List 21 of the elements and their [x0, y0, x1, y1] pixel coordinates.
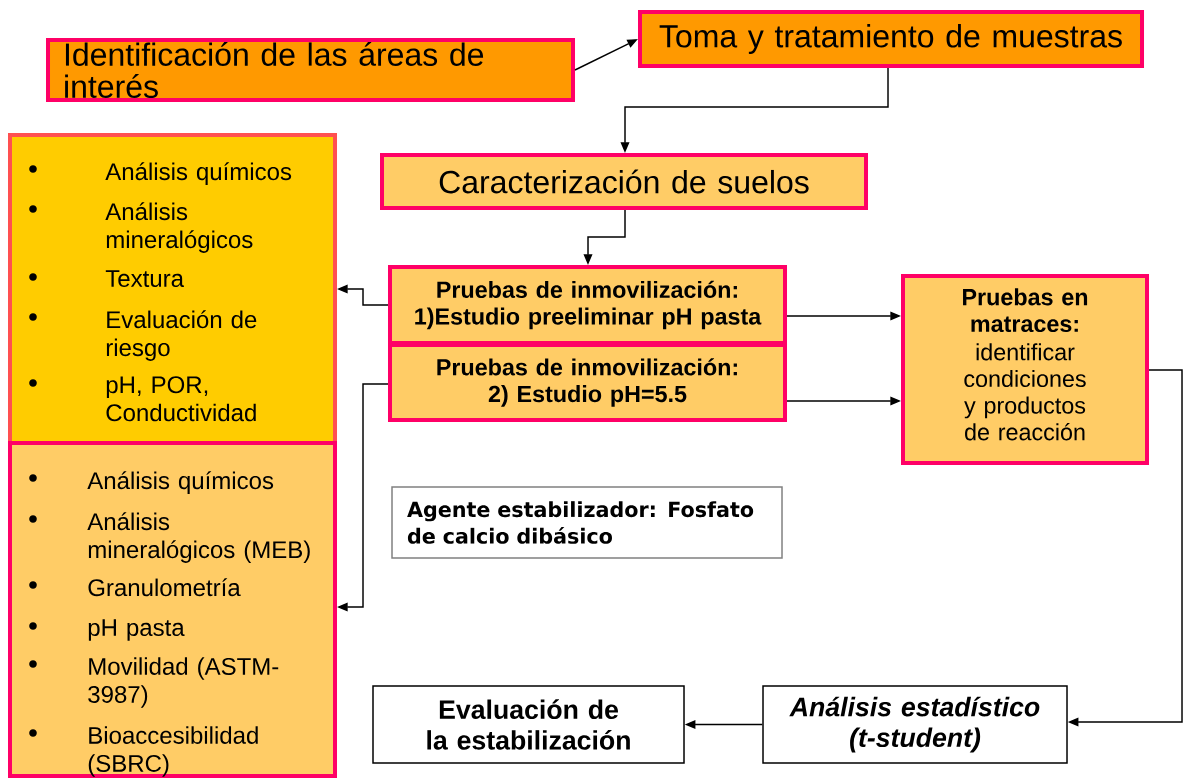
process-box: Pruebas de inmovilización: 2) Estudio pH=5.5 — [388, 343, 787, 422]
list-item: Análisis mineralógicos — [29, 202, 253, 253]
list-item: Granulometría — [29, 578, 241, 597]
process-box: Análisis estadístico (t-student) — [762, 685, 1068, 764]
list-item: Análisis químicos — [29, 471, 274, 494]
list-item: Bioaccesibilidad (SBRC) — [29, 726, 258, 777]
process-box: Pruebas en matraces: identificar condiciones y productos de reacción — [901, 274, 1149, 465]
list-item: Movilidad (ASTM-3987) — [29, 657, 279, 708]
list-item: pH pasta — [29, 619, 185, 641]
list-item: Análisis químicos — [29, 162, 292, 185]
list-panel — [8, 441, 337, 778]
list-item: Análisis mineralógicos (MEB) — [29, 512, 310, 563]
process-box: Pruebas de inmovilización: 1)Estudio preeliminar pH pasta — [388, 265, 787, 345]
list-item: Evaluación de riesgo — [29, 310, 257, 361]
process-box: Caracterización de suelos — [380, 153, 868, 210]
note-box: Agente estabilizador: Fosfato de calcio dibásico — [391, 486, 783, 559]
process-box: Identificación de las áreas de interés — [46, 38, 575, 102]
list-item: pH, POR, Conductividad — [29, 376, 256, 422]
process-box: Evaluación de la estabilización — [372, 685, 685, 764]
process-box: Toma y tratamiento de muestras — [638, 10, 1144, 68]
list-item: Textura — [29, 270, 184, 287]
